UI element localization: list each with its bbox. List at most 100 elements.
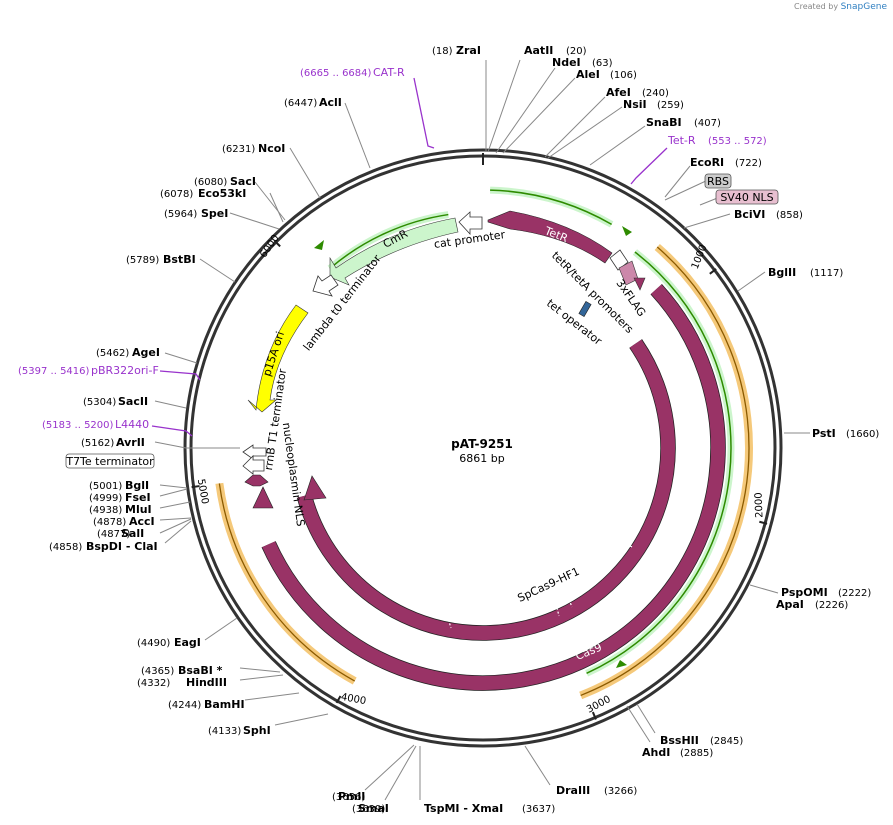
- site-label: (2226) ApaI: [776, 598, 848, 611]
- site-position: (1117): [810, 268, 843, 279]
- site-leaders: [154, 59, 810, 801]
- primer-label: (5183 .. 5200)L4440: [42, 418, 149, 431]
- site-label: (18)ZraI: [432, 44, 481, 57]
- site-position: (4938): [89, 505, 122, 516]
- site-name: AccI: [129, 515, 155, 528]
- boxed-feature-label: SV40 NLS: [720, 191, 773, 204]
- site-name: ApaI: [776, 598, 804, 611]
- boxed-feature-box: [704, 173, 732, 189]
- p15a-ori-arrow: [247, 304, 309, 413]
- site-label: (4877)SalI: [97, 527, 144, 540]
- site-label: (6078)Eco53kI: [160, 187, 246, 200]
- site-position: (1660): [846, 429, 879, 440]
- site-name: BglII: [768, 266, 796, 279]
- spcas9-hf1-arrowhead: [303, 475, 327, 501]
- site-position: (2885): [680, 748, 713, 759]
- tick-mark: [709, 268, 717, 275]
- site-position: (4244): [168, 700, 201, 711]
- orange-band-line: [580, 246, 750, 697]
- green-line: [329, 213, 449, 269]
- site-name: PmlI: [338, 790, 365, 803]
- site-position: (6078): [160, 189, 193, 200]
- feature-label: nucleoplasmin NLS: [280, 422, 307, 527]
- site-name: NdeI: [552, 56, 581, 69]
- site-position: (259): [657, 100, 684, 111]
- primer-range: (5183 .. 5200): [42, 420, 114, 431]
- site-label: (3639)SmaI: [352, 802, 389, 815]
- site-name: AfeI: [606, 86, 631, 99]
- site-position: (5789): [126, 255, 159, 266]
- primer-name: Tet-R: [667, 134, 696, 147]
- site-name: BglI: [125, 479, 149, 492]
- site-label: (4878)AccI: [93, 515, 155, 528]
- green-line: [490, 189, 613, 226]
- site-position: (4858): [49, 542, 82, 553]
- segment-divider: [619, 539, 633, 548]
- site-name: FseI: [125, 491, 151, 504]
- cmr-arrow: [329, 217, 459, 286]
- site-name: AhdI: [642, 746, 670, 759]
- site-label: (1117) BglII: [768, 266, 843, 279]
- tick-label: 1000: [690, 243, 710, 271]
- plasmid-size: 6861 bp: [459, 452, 504, 465]
- site-name: EcoRI: [690, 156, 724, 169]
- site-name: BamHI: [204, 698, 245, 711]
- primer-name: CAT-R: [373, 66, 405, 79]
- site-position: (4490): [137, 638, 170, 649]
- plasmid-name: pAT-9251: [451, 437, 513, 451]
- site-position: (6231): [222, 144, 255, 155]
- site-position: (63): [592, 58, 613, 69]
- site-label: (6080)SacI: [194, 175, 256, 188]
- primer-label: (5397 .. 5416)pBR322ori-F: [18, 364, 159, 377]
- site-position: (858): [776, 210, 803, 221]
- 3xflag-marker-2: [633, 277, 646, 291]
- site-label: (5304)SacII: [83, 395, 148, 408]
- green-line: [586, 251, 732, 675]
- site-label: (240) AfeI: [606, 86, 669, 99]
- site-label: (6447)AclI: [284, 96, 342, 109]
- cat-promoter-arrow: [458, 211, 483, 236]
- site-name: EagI: [174, 636, 201, 649]
- primer-label: (6665 .. 6684)CAT-R: [300, 66, 405, 79]
- orange-band-line: [218, 483, 356, 682]
- site-label: (5789) BstBI: [126, 253, 196, 266]
- site-name: BsaBI *: [178, 664, 223, 677]
- site-name: BssHII: [660, 734, 699, 747]
- boxed-feature: SV40 NLS: [715, 189, 779, 205]
- feature-label: SpCas9-HF1: [516, 565, 582, 605]
- cas9-arrowhead: [252, 486, 274, 509]
- site-position: (2222): [838, 588, 871, 599]
- site-name: SacI: [230, 175, 256, 188]
- primer-range: (553 .. 572): [708, 136, 767, 147]
- site-position: (5964): [164, 209, 197, 220]
- site-position: (5462): [96, 348, 129, 359]
- segment-divider: [445, 611, 452, 629]
- site-position: (4365): [141, 666, 174, 677]
- site-name: AvrII: [116, 436, 145, 449]
- site-position: (4877): [97, 529, 130, 540]
- site-name: NcoI: [258, 142, 285, 155]
- site-position: (2226): [815, 600, 848, 611]
- site-label: (5162)AvrII: [81, 436, 145, 449]
- site-label: (4858)BspDI - ClaI: [49, 540, 158, 553]
- credit-text: Created by: [794, 2, 839, 11]
- tetr-tetA-promoter-marker: [609, 249, 629, 271]
- boxed-feature-label: RBS: [707, 175, 729, 188]
- site-name: BstBI: [163, 253, 196, 266]
- site-position: (4878): [93, 517, 126, 528]
- boxed-feature: RBS: [704, 173, 732, 189]
- primer-range: (5397 .. 5416): [18, 366, 90, 377]
- primer-range: (6665 .. 6684): [300, 68, 372, 79]
- site-position: (20): [566, 46, 587, 57]
- site-position: (240): [642, 88, 669, 99]
- site-label: (6231)NcoI: [222, 142, 285, 155]
- orange-bands: [215, 244, 753, 700]
- site-label: (2222)PspOMI: [781, 586, 871, 599]
- site-name: ZraI: [456, 44, 481, 57]
- green-feature-lines: [314, 186, 735, 677]
- site-label: (1660)PstI: [812, 427, 879, 440]
- green-arrowhead: [622, 226, 632, 236]
- site-position: (3266): [604, 786, 637, 797]
- site-name: SphI: [243, 724, 271, 737]
- site-name: SnaBI: [646, 116, 682, 129]
